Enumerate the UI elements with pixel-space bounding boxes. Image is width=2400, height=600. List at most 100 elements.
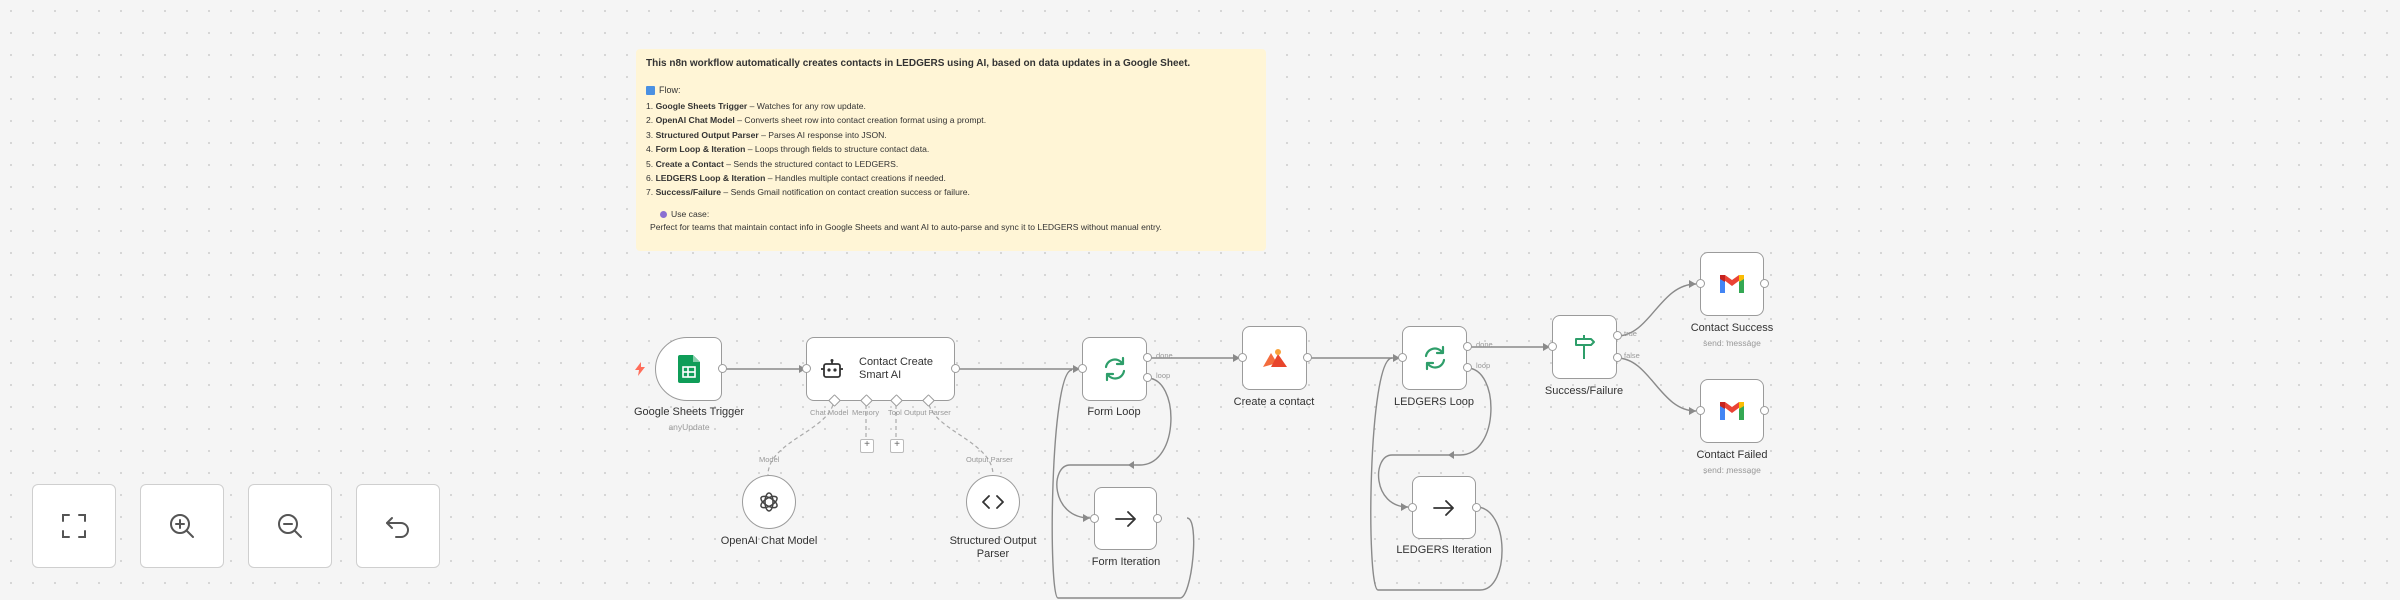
- output-port[interactable]: [1153, 514, 1162, 523]
- node-label-line1: Contact Create: [859, 356, 933, 368]
- port-label: loop: [1476, 361, 1491, 370]
- node-contact-success[interactable]: [1700, 252, 1764, 316]
- arrow-right-icon: [1433, 499, 1454, 516]
- purple-dot-icon: [660, 210, 667, 218]
- false-output-port[interactable]: [1613, 353, 1622, 362]
- wire-true-to-success: [1616, 283, 1697, 337]
- loop-arrows-icon: [1104, 356, 1125, 382]
- node-label-line2: Parser: [976, 548, 1010, 560]
- robot-icon: [821, 359, 843, 378]
- node-contact-failed[interactable]: [1700, 379, 1764, 443]
- undo-icon: [386, 517, 409, 538]
- flow-step: 2. OpenAI Chat Model – Converts sheet ro…: [646, 115, 987, 126]
- node-form-iteration[interactable]: [1094, 487, 1157, 550]
- add-tool-button[interactable]: +: [890, 439, 904, 453]
- port-label: false: [1624, 351, 1640, 360]
- port-label: true: [1624, 329, 1637, 338]
- node-form-loop[interactable]: [1082, 337, 1147, 401]
- node-ledgers-iteration[interactable]: [1412, 476, 1476, 539]
- zoom-out-button[interactable]: [248, 484, 332, 568]
- node-label: LEDGERS Iteration: [1396, 544, 1492, 556]
- node-label-line1: Structured Output: [949, 535, 1037, 547]
- trigger-bolt-icon: [635, 362, 645, 376]
- fit-view-button[interactable]: [32, 484, 116, 568]
- node-label: Create a contact: [1233, 396, 1315, 408]
- node-subtitle: send: message: [1703, 338, 1761, 348]
- node-label: Contact Failed: [1696, 449, 1768, 461]
- node-success-failure[interactable]: [1552, 315, 1617, 379]
- add-memory-button[interactable]: +: [860, 439, 874, 453]
- input-port[interactable]: [1398, 353, 1407, 362]
- port-label: done: [1156, 351, 1173, 360]
- flow-step: 1. Google Sheets Trigger – Watches for a…: [646, 101, 866, 111]
- node-label: Contact Success: [1690, 322, 1774, 334]
- arrow-head: [1543, 343, 1550, 351]
- node-subtitle: send: message: [1703, 465, 1761, 475]
- node-openai-chat-model[interactable]: [742, 475, 796, 529]
- node-subtitle: anyUpdate: [668, 422, 710, 432]
- input-port[interactable]: [1090, 514, 1099, 523]
- fullscreen-icon: [62, 514, 86, 538]
- output-port[interactable]: [1760, 406, 1769, 415]
- blue-square-icon: [646, 85, 655, 95]
- port-label: Output Parser: [904, 408, 951, 417]
- arrow-head: [1083, 514, 1090, 522]
- output-port[interactable]: [951, 364, 960, 373]
- arrow-head: [1073, 365, 1080, 373]
- node-label: Google Sheets Trigger: [633, 406, 745, 418]
- input-port[interactable]: [1696, 406, 1705, 415]
- wire-form-iteration-back: [1051, 369, 1195, 599]
- use-case-text: Perfect for teams that maintain contact …: [650, 221, 1162, 232]
- node-contact-create-smart-ai[interactable]: Contact Create Smart AI: [806, 337, 955, 401]
- reset-zoom-button[interactable]: [356, 484, 440, 568]
- port-label: Output Parser: [966, 455, 1013, 464]
- input-port[interactable]: [802, 364, 811, 373]
- port-label: Model: [759, 455, 780, 464]
- flow-step: 3. Structured Output Parser – Parses AI …: [646, 129, 887, 140]
- sticky-title: This n8n workflow automatically creates …: [646, 58, 1191, 69]
- loop-output-port[interactable]: [1463, 363, 1472, 372]
- input-port[interactable]: [1408, 503, 1417, 512]
- arrow-head: [1689, 280, 1696, 288]
- true-output-port[interactable]: [1613, 331, 1622, 340]
- node-ledgers-loop[interactable]: [1402, 326, 1467, 390]
- node-label: Form Iteration: [1091, 556, 1161, 568]
- node-google-sheets-trigger[interactable]: [655, 337, 722, 401]
- node-create-a-contact[interactable]: [1242, 326, 1307, 390]
- zoom-in-icon: [170, 514, 194, 538]
- ledgers-icon: [1262, 349, 1287, 367]
- output-port[interactable]: [1303, 353, 1312, 362]
- port-label: Tool: [888, 408, 902, 417]
- node-label: LEDGERS Loop: [1393, 396, 1475, 408]
- port-label: Memory: [852, 408, 880, 417]
- input-port[interactable]: [1548, 342, 1557, 351]
- gmail-icon: [1720, 275, 1744, 293]
- output-port[interactable]: [1760, 279, 1769, 288]
- code-brackets-icon: [982, 495, 1004, 509]
- output-port[interactable]: [1472, 503, 1481, 512]
- sticky-note[interactable]: This n8n workflow automatically creates …: [636, 49, 1266, 251]
- zoom-in-button[interactable]: [140, 484, 224, 568]
- node-structured-output-parser[interactable]: [966, 475, 1020, 529]
- input-port[interactable]: [1078, 364, 1087, 373]
- arrow-right-icon: [1114, 510, 1136, 527]
- output-port[interactable]: [718, 364, 727, 373]
- loop-output-port[interactable]: [1143, 373, 1152, 382]
- arrow-head: [1448, 451, 1454, 459]
- node-label: Success/Failure: [1544, 385, 1624, 397]
- flow-step: 4. Form Loop & Iteration – Loops through…: [646, 144, 930, 155]
- wire-form-loop-to-iteration: [1056, 377, 1172, 519]
- gmail-icon: [1720, 402, 1744, 420]
- input-port[interactable]: [1696, 279, 1705, 288]
- flow-steps-list: 1. Google Sheets Trigger – Watches for a…: [646, 99, 1256, 200]
- use-case-label: Use case:: [671, 208, 710, 219]
- input-port[interactable]: [1238, 353, 1247, 362]
- done-output-port[interactable]: [1143, 353, 1152, 362]
- flow-step: 5. Create a Contact – Sends the structur…: [646, 158, 899, 169]
- openai-icon: [760, 492, 778, 512]
- port-label: Chat Model: [810, 408, 849, 417]
- wire-parser-to-agent: [927, 397, 994, 476]
- done-output-port[interactable]: [1463, 342, 1472, 351]
